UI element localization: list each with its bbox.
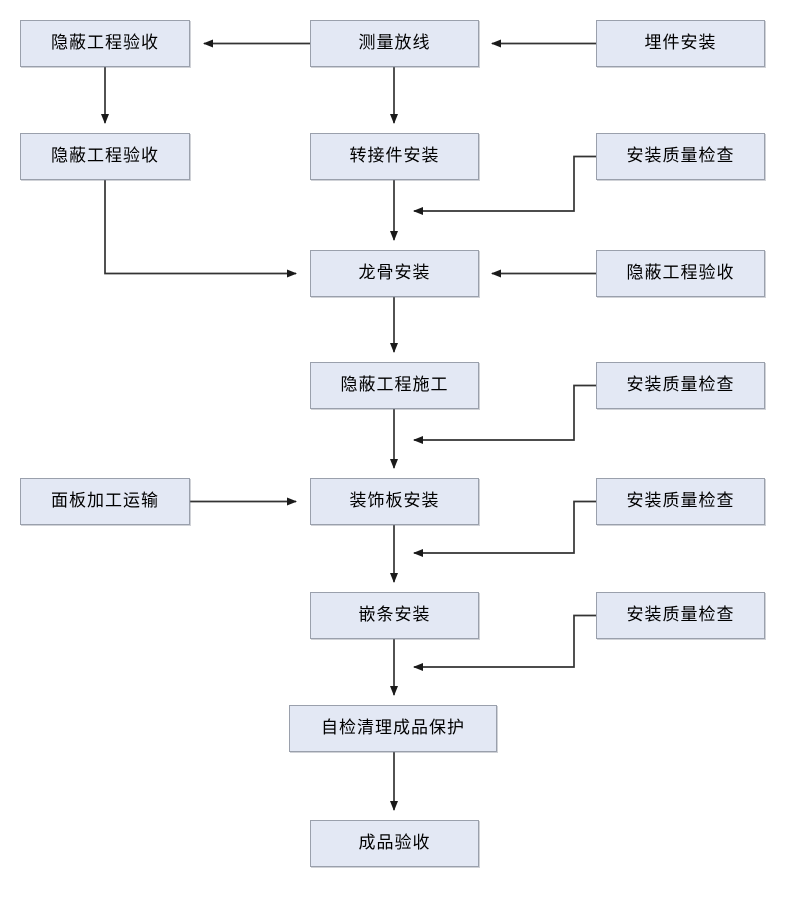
node-label: 埋件安装 xyxy=(644,33,717,53)
node-zhuangshiban-anzhuang[interactable]: 装饰板安装 xyxy=(310,478,479,525)
node-label: 隐蔽工程施工 xyxy=(340,375,449,395)
node-label: 嵌条安装 xyxy=(358,605,431,625)
node-label: 安装质量检查 xyxy=(626,375,735,395)
node-chengpin-yanshou[interactable]: 成品验收 xyxy=(310,820,479,867)
node-qiantiao-anzhuang[interactable]: 嵌条安装 xyxy=(310,592,479,639)
node-anzhuang-zhiliang-jiancha-4[interactable]: 安装质量检查 xyxy=(596,592,765,639)
node-label: 隐蔽工程验收 xyxy=(51,146,159,166)
node-mianban-jiagong-yunshu[interactable]: 面板加工运输 xyxy=(20,478,190,525)
node-label: 隐蔽工程验收 xyxy=(51,33,159,53)
node-anzhuang-zhiliang-jiancha-1[interactable]: 安装质量检查 xyxy=(596,133,765,180)
node-label: 安装质量检查 xyxy=(626,605,735,625)
node-longgu-anzhuang[interactable]: 龙骨安装 xyxy=(310,250,479,297)
node-yinbi-gongcheng-yanshou-left[interactable]: 隐蔽工程验收 xyxy=(20,133,190,180)
node-celiang-fangxian[interactable]: 测量放线 xyxy=(310,20,479,67)
node-label: 成品验收 xyxy=(358,833,431,853)
node-yinbi-gongcheng-shigong[interactable]: 隐蔽工程施工 xyxy=(310,362,479,409)
node-label: 面板加工运输 xyxy=(51,491,159,511)
node-yinbi-gongcheng-yanshou-right[interactable]: 隐蔽工程验收 xyxy=(596,250,765,297)
node-label: 转接件安装 xyxy=(349,146,440,166)
node-label: 测量放线 xyxy=(358,33,431,53)
node-label: 隐蔽工程验收 xyxy=(626,263,735,283)
edge-yinbi2-to-longgu xyxy=(104,180,297,278)
node-maijian-anzhuang[interactable]: 埋件安装 xyxy=(596,20,765,67)
node-zijian-qingli-chengpin-baohu[interactable]: 自检清理成品保护 xyxy=(289,705,497,752)
node-label: 安装质量检查 xyxy=(626,491,735,511)
node-label: 自检清理成品保护 xyxy=(321,718,465,738)
node-anzhuang-zhiliang-jiancha-2[interactable]: 安装质量检查 xyxy=(596,362,765,409)
node-label: 装饰板安装 xyxy=(349,491,440,511)
node-label: 龙骨安装 xyxy=(358,263,431,283)
node-label: 安装质量检查 xyxy=(626,146,735,166)
node-yinbi-gongcheng-yanshou-top-left[interactable]: 隐蔽工程验收 xyxy=(20,20,190,67)
node-zhuanjiejian-anzhuang[interactable]: 转接件安装 xyxy=(310,133,479,180)
node-anzhuang-zhiliang-jiancha-3[interactable]: 安装质量检查 xyxy=(596,478,765,525)
